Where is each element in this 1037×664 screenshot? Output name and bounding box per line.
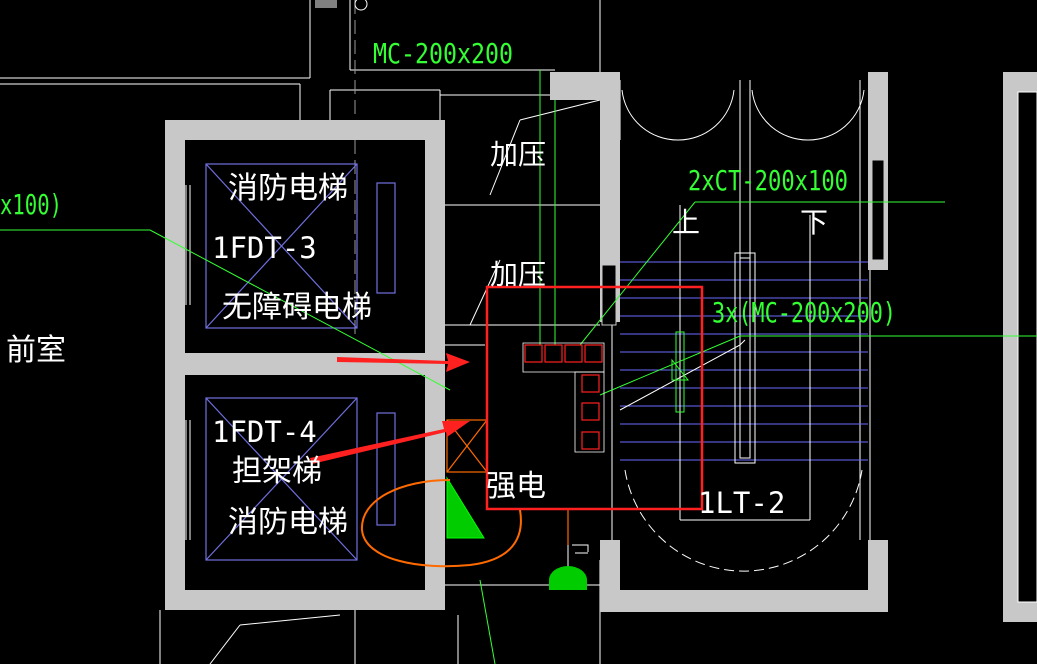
label-duct-top: MC-200x200 — [373, 37, 513, 70]
label-elev4-line1: 担架梯 — [232, 454, 322, 489]
label-pressurize-2: 加压 — [490, 258, 546, 291]
label-duct-left: x100) — [0, 188, 62, 221]
label-elev3-line1: 消防电梯 — [228, 171, 348, 206]
highlight-box — [485, 285, 704, 511]
label-pressurize-1: 加压 — [490, 138, 546, 171]
stair-handrail-inner — [739, 257, 751, 459]
column-stub — [315, 0, 337, 8]
label-elev4-code: 1FDT-4 — [212, 415, 317, 449]
label-elev4-line2: 消防电梯 — [228, 505, 348, 540]
stair-treads — [620, 261, 868, 461]
label-duct-right: 3x(MC-200x200) — [712, 296, 896, 329]
stair-break-line — [619, 339, 746, 411]
stair-handrail — [734, 252, 756, 464]
green-lamp-icon — [549, 544, 589, 590]
orange-circle-mark — [360, 479, 522, 568]
elevator-shaft-1fdt-3 — [205, 163, 396, 329]
label-stair-up: 上 — [672, 206, 700, 239]
door-arcs — [621, 89, 865, 572]
label-stair-down: 下 — [800, 206, 828, 239]
right-wall-inner — [1017, 91, 1037, 603]
elevator-doors — [185, 185, 191, 540]
annotation-lines — [0, 70, 1037, 664]
grid-bubble — [354, 0, 368, 11]
wall-pier-right — [871, 159, 885, 261]
label-front-room: 前室 — [6, 333, 66, 368]
elevator-shaft-1fdt-4 — [205, 397, 396, 561]
green-triangle-panel-icon — [446, 476, 485, 539]
label-elev3-code: 1FDT-3 — [212, 231, 317, 265]
label-stair-code: 1LT-2 — [698, 486, 785, 520]
label-strong-electric: 强电 — [486, 469, 546, 504]
label-cable-tray: 2xCT-200x100 — [688, 164, 848, 197]
label-elev3-line2: 无障碍电梯 — [222, 290, 372, 325]
stair-direction-lines — [679, 205, 811, 521]
electrical-boxes — [522, 342, 605, 453]
wall-pier — [601, 264, 617, 326]
stair-arrow-icon — [671, 331, 690, 413]
red-arrow-icon — [310, 353, 470, 464]
